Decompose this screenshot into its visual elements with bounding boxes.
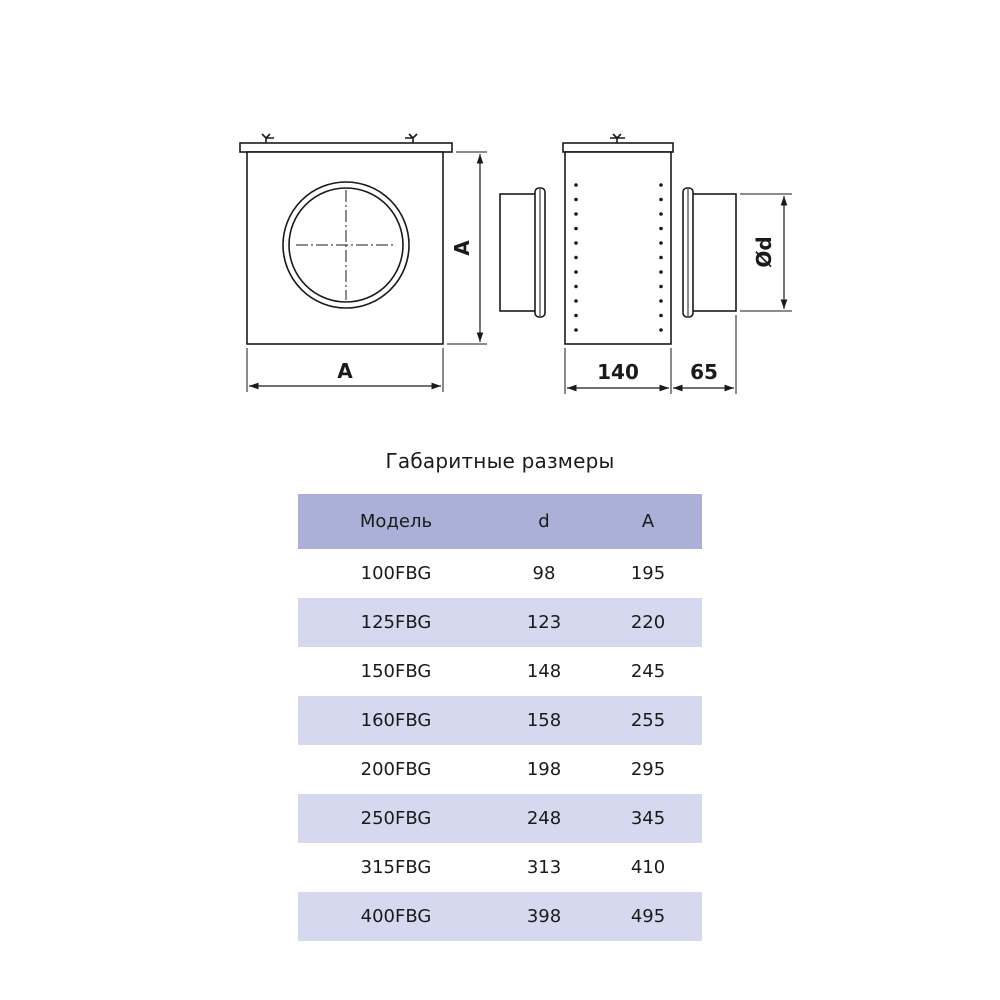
table-row: 400FBG 398 495 (298, 892, 702, 941)
rivet-dot (659, 284, 663, 289)
cell-model: 400FBG (298, 892, 494, 941)
front-view (239, 133, 487, 392)
rivet-dot (659, 197, 663, 202)
cell-d: 313 (526, 857, 562, 878)
rivet-dot (574, 284, 578, 289)
front-top-flange (239, 142, 453, 153)
table-row: 125FBG 123 220 (298, 598, 702, 647)
table-row: 200FBG 198 295 (298, 745, 702, 794)
cell-a: 410 (630, 857, 666, 878)
rivet-dot (574, 255, 578, 260)
cell-model: 250FBG (298, 794, 494, 843)
cell-d: 123 (494, 598, 594, 647)
rivet-dot (659, 328, 663, 332)
table-header-row: Модель d A (298, 494, 702, 549)
front-body (246, 151, 444, 345)
technical-drawing: A A Ød 140 65 (239, 133, 792, 394)
cell-d: 398 (494, 892, 594, 941)
side-spigot-right (691, 193, 737, 312)
front-height-label: A (450, 240, 474, 256)
front-latch-right (405, 133, 418, 143)
front-width-label: A (337, 359, 353, 383)
side-view (499, 133, 792, 394)
cell-d: 148 (526, 661, 562, 682)
side-top-flange (562, 142, 674, 153)
side-diameter-label: Ød (752, 236, 776, 267)
header-d: d (494, 494, 594, 549)
rivet-dot (574, 241, 578, 245)
rivet-dot (574, 212, 578, 216)
cell-d: 158 (494, 696, 594, 745)
cell-a: 245 (630, 661, 666, 682)
rivet-dot (574, 183, 578, 187)
rivet-dot (659, 241, 663, 245)
header-a: A (594, 494, 702, 549)
rivet-dot (659, 299, 663, 303)
table-row: 160FBG 158 255 (298, 696, 702, 745)
cell-a: 195 (630, 563, 666, 584)
side-rivets (574, 183, 663, 332)
front-latch-left (261, 133, 274, 143)
rivet-dot (574, 313, 578, 318)
table-title: Габаритные размеры (385, 449, 615, 473)
cell-model: 315FBG (360, 857, 432, 878)
side-body-length-label: 140 (597, 360, 639, 384)
cell-model: 125FBG (298, 598, 494, 647)
front-inner-ring (288, 187, 404, 303)
rivet-dot (574, 299, 578, 303)
front-outer-ring (282, 181, 410, 309)
rivet-dot (574, 270, 578, 274)
rivet-dot (659, 226, 663, 231)
cell-model: 200FBG (360, 759, 432, 780)
rivet-dot (659, 270, 663, 274)
rivet-dot (659, 183, 663, 187)
table-row: 100FBG 98 195 (298, 549, 702, 598)
side-body (564, 151, 672, 345)
cell-a: 255 (594, 696, 702, 745)
rivet-dot (574, 226, 578, 231)
side-latch (610, 133, 625, 143)
rivet-dot (574, 328, 578, 332)
cell-d: 198 (526, 759, 562, 780)
side-spigot-length-label: 65 (690, 360, 718, 384)
rivet-dot (574, 197, 578, 202)
rivet-dot (659, 255, 663, 260)
rivet-dot (659, 313, 663, 318)
rivet-dot (659, 212, 663, 216)
cell-a: 220 (594, 598, 702, 647)
cell-model: 100FBG (360, 563, 432, 584)
cell-a: 495 (594, 892, 702, 941)
cell-model: 160FBG (298, 696, 494, 745)
cell-a: 345 (594, 794, 702, 843)
table-row: 150FBG 148 245 (298, 647, 702, 696)
dimensions-table: Модель d A 100FBG 98 195 125FBG 123 220 … (298, 494, 702, 941)
table-row: 315FBG 313 410 (298, 843, 702, 892)
header-model: Модель (298, 494, 494, 549)
cell-model: 150FBG (360, 661, 432, 682)
cell-a: 295 (630, 759, 666, 780)
cell-d: 98 (532, 563, 556, 584)
cell-d: 248 (494, 794, 594, 843)
table-row: 250FBG 248 345 (298, 794, 702, 843)
